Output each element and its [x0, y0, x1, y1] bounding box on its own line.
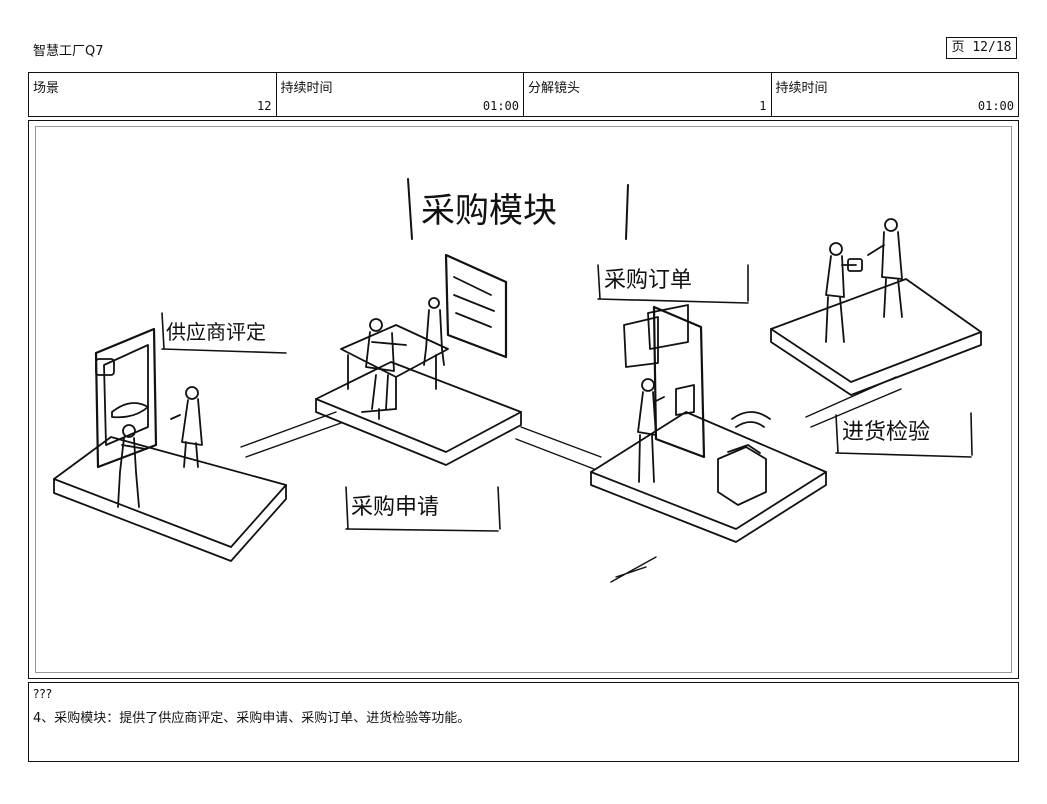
shot-info-row: 场景 12 持续时间 01:00 分解镜头 1 持续时间 01:00 — [28, 72, 1019, 117]
label-purchase-order: 采购订单 — [604, 268, 692, 293]
sketch-annotations: 采购模块 供应商评定 采购申请 采购订单 进货检验 — [161, 178, 973, 532]
scene-panel: 采购模块 供应商评定 采购申请 采购订单 进货检验 — [28, 120, 1019, 679]
shot-duration-cell: 持续时间 01:00 — [772, 73, 1019, 116]
scene-sketch: 采购模块 供应商评定 采购申请 采购订单 进货检验 — [35, 126, 1012, 673]
caption-box: ??? 4、采购模块：提供了供应商评定、采购申请、采购订单、进货检验等功能。 — [28, 682, 1019, 762]
shot-duration-value: 01:00 — [977, 99, 1014, 113]
scene-cell: 场景 12 — [29, 73, 277, 116]
scene-label: 场景 — [33, 81, 60, 96]
label-supplier-evaluation: 供应商评定 — [166, 320, 266, 344]
shot-duration-label: 持续时间 — [775, 81, 828, 96]
duration-cell: 持续时间 01:00 — [277, 73, 524, 116]
duration-value: 01:00 — [482, 99, 519, 113]
shot-value: 1 — [759, 99, 767, 113]
purchase-request-platform — [315, 253, 522, 466]
scene-value: 12 — [257, 99, 272, 113]
label-incoming-inspection: 进货检验 — [842, 420, 930, 445]
project-title: 智慧工厂Q7 — [33, 44, 104, 59]
shot-cell: 分解镜头 1 — [524, 73, 772, 116]
walkway-lines — [240, 376, 902, 583]
caption-description: 4、采购模块：提供了供应商评定、采购申请、采购订单、进货检验等功能。 — [33, 711, 471, 726]
sketch-title: 采购模块 — [421, 191, 557, 231]
shot-label: 分解镜头 — [528, 81, 581, 96]
caption-placeholder: ??? — [33, 687, 53, 701]
sketch-drawing: 采购模块 供应商评定 采购申请 采购订单 进货检验 — [53, 178, 982, 583]
label-purchase-request: 采购申请 — [351, 495, 439, 520]
supplier-evaluation-platform — [53, 327, 287, 562]
page-indicator: 页 12/18 — [946, 37, 1017, 59]
duration-label: 持续时间 — [280, 81, 333, 96]
incoming-inspection-platform — [770, 218, 982, 396]
purchase-order-platform — [590, 304, 827, 543]
